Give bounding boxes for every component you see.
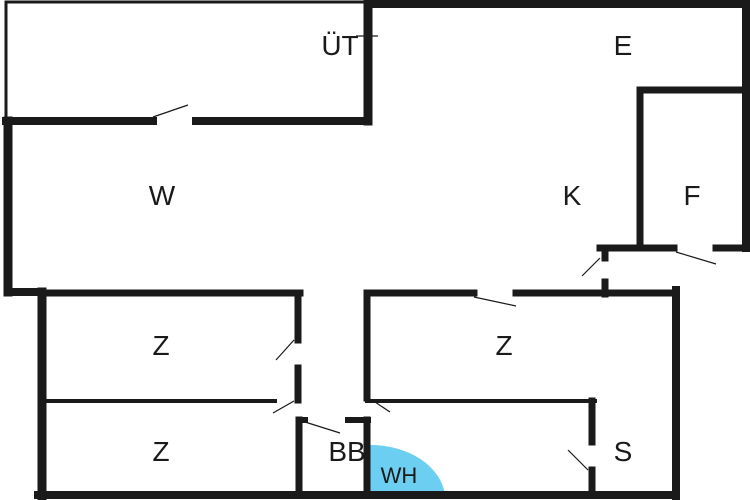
room-label-z-left-top: Z xyxy=(152,330,170,361)
room-label-f: F xyxy=(683,180,701,211)
room-label-s: S xyxy=(613,436,633,467)
room-label-wh: WH xyxy=(380,463,418,488)
room-label-k: K xyxy=(562,180,582,211)
room-label-e: E xyxy=(613,30,633,61)
room-label-z-right: Z xyxy=(495,330,513,361)
room-label-z-left-bottom: Z xyxy=(152,436,170,467)
room-label-w: W xyxy=(148,180,176,211)
room-label-ut: ÜT xyxy=(321,30,359,61)
door-swings xyxy=(152,104,717,471)
room-label-bb: BB xyxy=(328,436,366,467)
wh-area xyxy=(370,444,445,495)
